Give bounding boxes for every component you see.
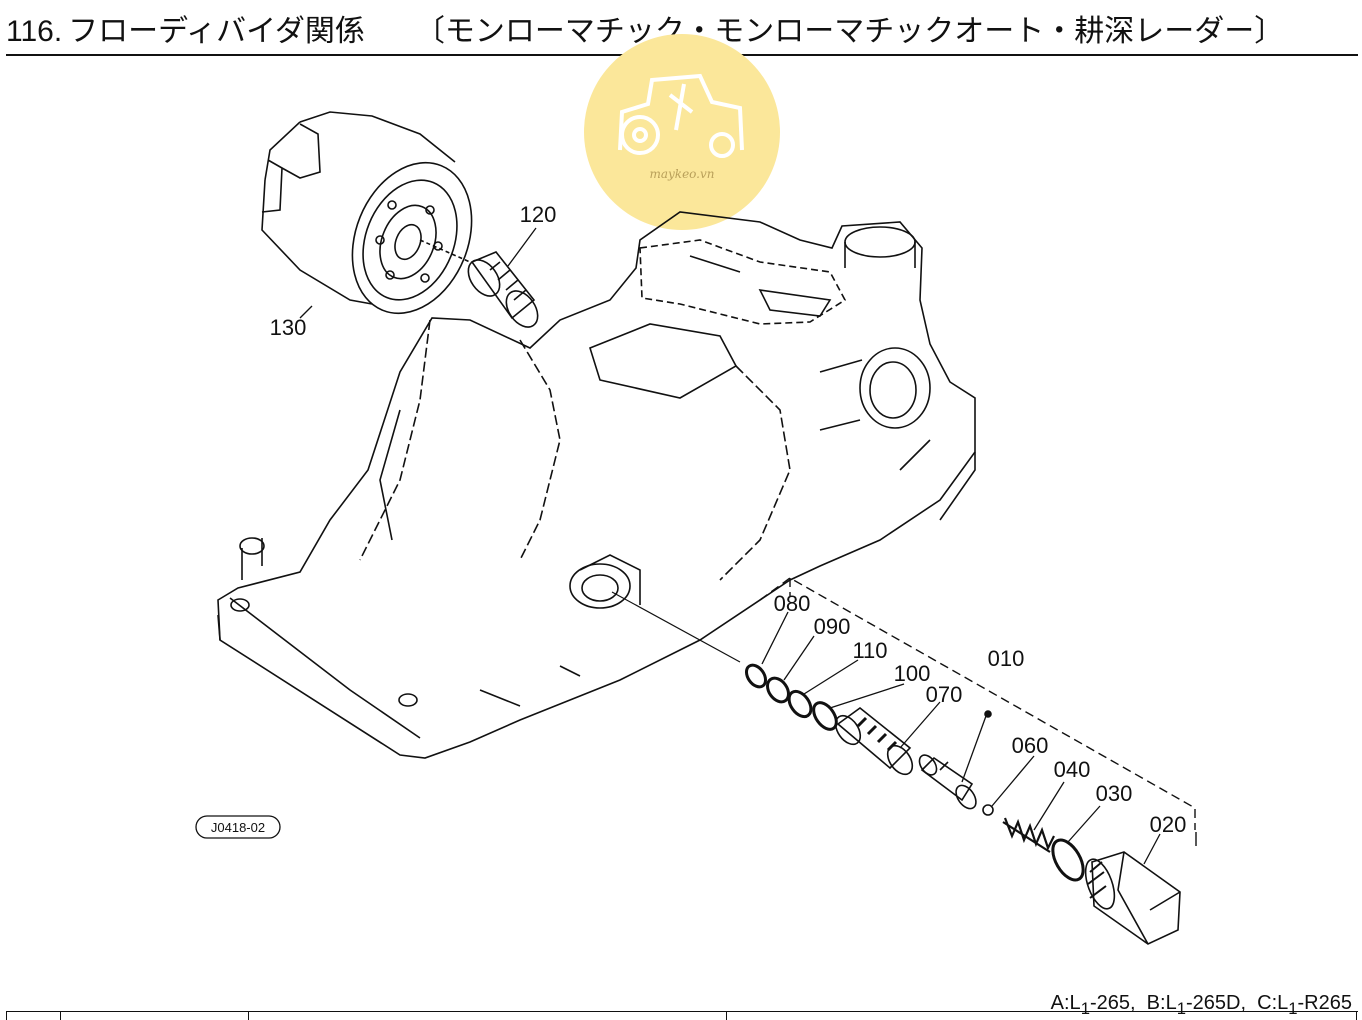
label-100: 100 [894, 661, 931, 686]
label-020: 020 [1150, 812, 1187, 837]
page-title: 116.フローディバイダ関係 〔モンローマチック・モンローマチックオート・耕深レー… [6, 6, 1358, 56]
model-c-sub: 1 [1288, 999, 1298, 1018]
relief-valve-parts [611, 577, 1197, 945]
part-110-ring [787, 689, 813, 719]
section-number: 116. [6, 15, 63, 48]
part-010-poppet [918, 754, 977, 810]
label-120: 120 [520, 202, 557, 227]
part-100-oring [812, 701, 838, 731]
part-020-plug [1084, 851, 1181, 945]
watermark-text: maykeo.vn [649, 167, 714, 181]
model-b-prefix: B:L [1146, 992, 1177, 1014]
model-b-sub: 1 [1176, 999, 1186, 1018]
leader-lines [299, 227, 1161, 865]
footer-cell-divider [1356, 1011, 1357, 1020]
part-120-nipple [419, 239, 539, 328]
label-010: 010 [988, 646, 1025, 671]
footer-cell-divider [248, 1011, 249, 1020]
model-note: A:L1-265, B:L1-265D, C:L1-R265 [1051, 992, 1352, 1019]
watermark: maykeo.vn [584, 34, 780, 230]
part-070-seat [834, 706, 914, 776]
model-a-sub: 1 [1080, 999, 1090, 1018]
assembly-bracket [759, 577, 1196, 830]
model-a-prefix: A:L [1050, 992, 1081, 1014]
part-090-ring [766, 676, 790, 704]
part-130-filter [261, 111, 473, 315]
label-110: 110 [852, 638, 887, 663]
footer-cell-divider [6, 1011, 7, 1020]
model-b-suffix: -265D, [1185, 992, 1246, 1014]
model-a-suffix: -265, [1089, 992, 1136, 1014]
section-name: フローディバイダ関係 [68, 14, 365, 49]
footer-cell-divider [60, 1011, 61, 1020]
tractor-icon [618, 73, 744, 158]
part-030-oring [1051, 838, 1085, 882]
watermark-circle [584, 34, 780, 230]
label-090: 090 [814, 614, 851, 639]
part-080-oring [744, 663, 768, 689]
label-040: 040 [1054, 757, 1091, 782]
model-c-prefix: C:L [1257, 992, 1289, 1014]
part-040-spring [1002, 817, 1055, 853]
label-060: 060 [1012, 733, 1049, 758]
diagram-ref-text: J0418-02 [211, 820, 265, 835]
label-080: 080 [774, 591, 811, 616]
valve-housing [217, 211, 976, 759]
model-c-suffix: -R265 [1297, 992, 1352, 1014]
part-060-ball [982, 804, 994, 816]
label-070: 070 [926, 682, 963, 707]
label-130: 130 [270, 315, 307, 340]
part-labels: 120 130 080 090 110 100 070 010 060 040 … [270, 202, 1187, 837]
diagram-reference: J0418-02 [195, 815, 281, 839]
applicable-models: 〔モンローマチック・モンローマチックオート・耕深レーダー〕 [414, 14, 1285, 49]
footer-cell-divider [726, 1011, 727, 1020]
label-030: 030 [1096, 781, 1133, 806]
footer-table-top [6, 1011, 1358, 1012]
